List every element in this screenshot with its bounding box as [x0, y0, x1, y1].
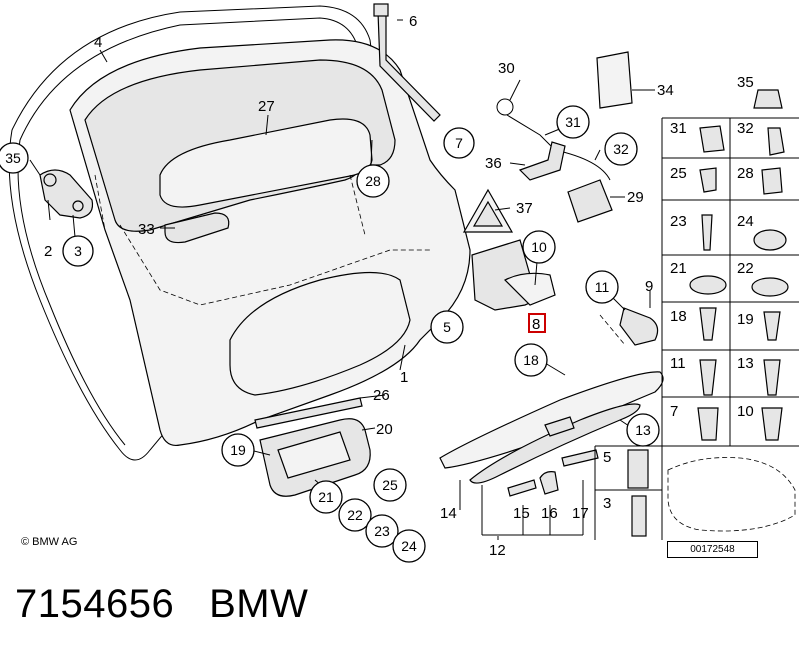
table-21: 21 — [670, 260, 687, 277]
label-33: 33 — [138, 221, 155, 238]
table-32: 32 — [737, 120, 754, 137]
callout-28 — [356, 164, 390, 198]
label-17: 17 — [572, 505, 589, 522]
callout-11 — [585, 270, 619, 304]
callout-21-label: 21 — [318, 489, 334, 505]
table-18: 18 — [670, 308, 687, 325]
label-9: 9 — [645, 278, 653, 295]
label-8: 8 — [532, 316, 540, 333]
bracket-36 — [518, 141, 566, 181]
callout-23 — [365, 514, 399, 548]
brand-name: BMW — [209, 582, 309, 626]
callout-32 — [604, 132, 638, 166]
callouts: 35 3 28 7 31 32 10 11 5 18 13 19 25 21 2… — [0, 105, 660, 563]
callout-32-label: 32 — [613, 141, 629, 157]
callout-13-label: 13 — [635, 422, 651, 438]
callout-28-label: 28 — [365, 173, 381, 189]
callout-18-label: 18 — [523, 352, 539, 368]
leader-lines — [29, 19, 655, 540]
callout-25 — [373, 468, 407, 502]
reference-id: 00172548 — [667, 541, 758, 558]
callout-7 — [443, 127, 475, 159]
table-10: 10 — [737, 403, 754, 420]
callout-22-label: 22 — [347, 507, 363, 523]
label-27: 27 — [258, 98, 275, 115]
label-card — [596, 51, 633, 109]
callout-5-label: 5 — [443, 319, 451, 335]
callout-35-label: 35 — [5, 150, 21, 166]
label-34: 34 — [657, 82, 674, 99]
label-14: 14 — [440, 505, 457, 522]
callout-35 — [0, 142, 29, 174]
table-labels: 35 31 32 25 28 23 24 21 22 18 19 11 13 7… — [603, 74, 754, 512]
table-31: 31 — [670, 120, 687, 137]
table-13: 13 — [737, 355, 754, 372]
callout-13 — [626, 413, 660, 447]
parts-table — [594, 89, 799, 540]
table-24: 24 — [737, 213, 754, 230]
handle-bracket — [619, 307, 659, 346]
label-6: 6 — [409, 13, 417, 30]
table-25: 25 — [670, 165, 687, 182]
table-35: 35 — [737, 74, 754, 91]
catalog-title: 7154656 BMW — [15, 582, 308, 627]
callout-24 — [392, 529, 426, 563]
table-3: 3 — [603, 495, 611, 512]
callout-3-label: 3 — [74, 243, 82, 259]
table-22: 22 — [737, 260, 754, 277]
table-7: 7 — [670, 403, 678, 420]
label-29: 29 — [627, 189, 644, 206]
callout-3 — [62, 235, 94, 267]
callout-5 — [430, 310, 464, 344]
label-16: 16 — [541, 505, 558, 522]
callout-31 — [556, 105, 590, 139]
label-26: 26 — [373, 387, 390, 404]
label-15: 15 — [513, 505, 530, 522]
callout-18 — [514, 343, 548, 377]
label-36: 36 — [485, 155, 502, 172]
table-19: 19 — [737, 311, 754, 328]
label-30: 30 — [498, 60, 515, 77]
bracket-33 — [164, 212, 230, 244]
label-4: 4 — [94, 34, 102, 51]
table-11: 11 — [670, 355, 686, 372]
callout-11-label: 11 — [595, 279, 610, 295]
label-20: 20 — [376, 421, 393, 438]
control-unit — [567, 179, 613, 223]
callout-31-label: 31 — [565, 114, 581, 130]
label-37: 37 — [516, 200, 533, 217]
callout-10-label: 10 — [531, 239, 547, 255]
label-1: 1 — [400, 369, 408, 386]
callout-7-label: 7 — [455, 135, 463, 151]
catalog-number: 7154656 — [15, 582, 175, 626]
table-23: 23 — [670, 213, 687, 230]
callout-21 — [309, 480, 343, 514]
callout-10 — [522, 230, 556, 264]
callout-23-label: 23 — [374, 523, 390, 539]
label-12: 12 — [489, 542, 506, 559]
label-2: 2 — [44, 243, 52, 260]
callout-19-label: 19 — [230, 442, 246, 458]
callout-25-label: 25 — [382, 477, 398, 493]
callout-22 — [338, 498, 372, 532]
copyright-notice: © BMW AG — [21, 536, 78, 548]
callout-19 — [221, 433, 255, 467]
table-28: 28 — [737, 165, 754, 182]
table-5: 5 — [603, 449, 611, 466]
trim-strip — [439, 371, 664, 469]
plain-labels: 4 6 27 33 2 1 26 20 30 36 37 34 29 9 8 1… — [44, 13, 674, 559]
callout-24-label: 24 — [401, 538, 417, 554]
